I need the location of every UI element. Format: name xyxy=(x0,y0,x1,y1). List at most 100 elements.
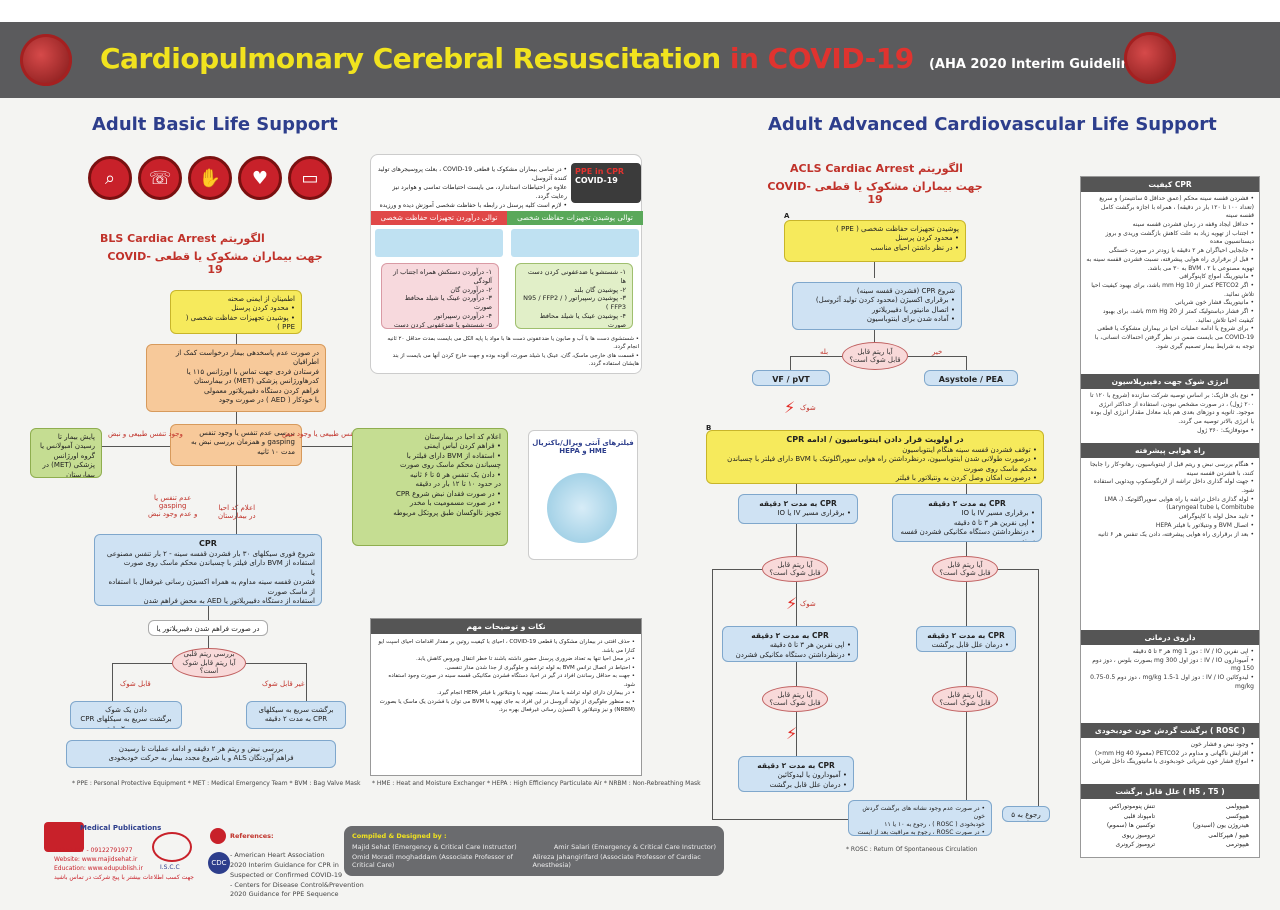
notes-title: نکات و توضیحات مهم xyxy=(371,619,641,634)
heart-logo xyxy=(152,832,192,862)
non-shockable-label: غیر قابل شوک xyxy=(262,680,305,688)
connector xyxy=(302,446,352,447)
connector xyxy=(796,662,797,686)
yes-label: بله xyxy=(820,348,829,356)
connector xyxy=(1038,569,1039,806)
don-list: ۱- شستشو یا ضدعفونی کردن دست ها ۲- پوشید… xyxy=(515,263,633,329)
cpr-quality-body: • فشردن قفسه سینه محکم (عمق حداقل ۵ سانت… xyxy=(1086,195,1254,350)
notes-panel: نکات و توضیحات مهم • حذف افتتی در بیمارا… xyxy=(370,618,642,776)
decision-7: آیا ریتم قابل قابل شوک است؟ xyxy=(762,686,828,712)
connector xyxy=(966,712,967,800)
connector xyxy=(112,663,172,664)
publisher-contact: 77252327 - 09122791977 Website: www.maji… xyxy=(54,847,194,881)
lightning-icon: ⚡ xyxy=(786,724,798,743)
references: References: - American Heart Association… xyxy=(230,831,364,899)
right-section-title: Adult Advanced Cardiovascular Life Suppo… xyxy=(768,114,1217,135)
connector xyxy=(966,652,967,686)
cpr-step-4: CPR به مدت ۲ دقیقه • برقراری مسیر IV یا … xyxy=(738,494,858,524)
header-banner: Cardiopulmonary Cerebral Resuscitation i… xyxy=(0,22,1280,98)
connector xyxy=(874,330,875,342)
shock-energy-body: • نوع بای فازیک: بر اساس توصیه شرکت سازن… xyxy=(1090,392,1254,434)
rosc-box: • در صورت عدم وجود نشانه های برگشت گردش … xyxy=(848,800,992,836)
connector xyxy=(796,712,797,756)
connector xyxy=(874,262,875,278)
decision-12: آیا ریتم قابل قابل شوک است؟ xyxy=(932,686,998,712)
decision-5: آیا ریتم قابل قابل شوک است؟ xyxy=(762,556,828,582)
credits-card: Compiled & Designed by : Majid Sehat (Em… xyxy=(344,826,724,876)
step-a: A xyxy=(784,212,790,220)
connector xyxy=(966,484,967,494)
connector xyxy=(236,412,237,424)
filters-title: فیلترهای آنتی ویرال/باکتریال xyxy=(532,439,634,447)
virus-icon xyxy=(1124,32,1176,84)
connector xyxy=(790,356,791,370)
lightning-icon: ⚡ xyxy=(784,398,796,417)
acls-algo-subtitle: جهت بیماران مشکوک یا قطعی COVID-19 xyxy=(767,180,983,206)
bls-algo-subtitle: جهت بیماران مشکوک یا قطعی COVID-19 xyxy=(107,250,323,276)
connector xyxy=(796,524,797,556)
connector xyxy=(796,484,797,494)
check-breathing-box: بررسی عدم تنفس یا وجود تنفس gasping و هم… xyxy=(170,424,302,466)
connector xyxy=(712,569,762,570)
ppe-footnote: • شستشوی دست ها با آب و صابون یا ضدعفونی… xyxy=(387,336,639,367)
rosc-header: برگشت گردش خون خودبخودی ( ROSC ) xyxy=(1081,723,1259,738)
return-box: رجوع به ۵ یا ۷ xyxy=(1002,806,1050,822)
aed-box: در صورت فراهم شدن دفیبریلاتور یا AED xyxy=(148,620,268,636)
no-breath-label: عدم تنفس یا gasping و عدم وجود نبض xyxy=(148,494,198,518)
monitor-box: پایش بیمار تا رسیدن آمبولانس یا گروه اور… xyxy=(30,428,102,478)
intubation-box: در اولویت قرار دادن اینتوباسیون / ادامه … xyxy=(706,430,1044,484)
acls-ppe-box: پوشیدن تجهیزات حفاظت شخصی ( PPE ) • محدو… xyxy=(784,220,966,262)
vf-box: VF / pVT xyxy=(752,370,830,386)
notes-body: • حذف افتتی در بیماران مشکوک یا قطعی COV… xyxy=(378,639,635,714)
heart-icon: ♥ xyxy=(238,156,282,200)
final-check-box: بررسی نبض و ریتم هر ۲ دقیقه و ادامه عملی… xyxy=(66,740,336,768)
filters-panel: فیلترهای آنتی ویرال/باکتریال HEPA و HME xyxy=(528,430,638,560)
cpr-step-6: CPR به مدت ۲ دقیقه • اپی نفرین هر ۳ تا ۵… xyxy=(722,626,858,662)
cpr-step-10: CPR به مدت ۲ دقیقه • برقراری مسیر IV یا … xyxy=(892,494,1042,542)
rosc-note: * ROSC : Return Of Spontaneous Circulati… xyxy=(846,846,978,853)
connector xyxy=(246,663,306,664)
connector xyxy=(102,446,170,447)
shock-label: شوک xyxy=(800,600,816,608)
connector xyxy=(236,466,237,534)
shock-label: شوک xyxy=(800,404,816,412)
filter-image xyxy=(547,473,617,543)
doff-list: ۱- درآوردن دستکش همراه اجتناب از آلودگی … xyxy=(381,263,499,329)
ppe-notes: • در تمامی بیماران مشکوک یا قطعی COVID-1… xyxy=(377,166,567,218)
page-title: Cardiopulmonary Cerebral Resuscitation i… xyxy=(100,42,1153,75)
ppe-card: PPE in CPR COVID-19 xyxy=(571,163,641,203)
virus-icon xyxy=(20,34,72,86)
connector xyxy=(236,334,237,344)
doff-steps-illustration xyxy=(375,229,503,257)
connector xyxy=(112,663,113,701)
connector xyxy=(966,356,967,370)
drugs-header: داروی درمانی xyxy=(1081,630,1259,645)
causes-lists: تنش پنوموتوراکس تامپوناد قلبی توکسین ها … xyxy=(1081,799,1259,853)
connector xyxy=(208,636,209,648)
no-shock-box: برگشت سریع به سیکلهای CPR به مدت ۲ دقیقه xyxy=(246,701,346,729)
causes-header: علل قابل برگشت ( H5 , T5 ) xyxy=(1081,784,1259,799)
airway-header: راه هوایی پیشرفته xyxy=(1081,443,1259,458)
rosc-body: • وجود نبض و فشار خون • افزایش ناگهانی و… xyxy=(1091,741,1254,766)
connector xyxy=(712,569,713,819)
pulse-present-box: اعلام کد احیا در بیمارستان • فراهم کردن … xyxy=(352,428,508,546)
cpr-box: CPR شروع فوری سیکلهای ۳۰ بار فشردن قفسه … xyxy=(94,534,322,606)
connector xyxy=(908,356,966,357)
shock-energy-header: انرژی شوک جهت دفیبریلاسیون xyxy=(1081,374,1259,389)
hands-icon: ✋ xyxy=(188,156,232,200)
h-causes: هیپوولمی هیپوکسی هیدروژن یون (اسیدوز) هی… xyxy=(1192,803,1249,849)
rhythm-check-decision: بررسی ریتم قلبی آیا ریتم قابل شوک است؟ xyxy=(172,648,246,678)
decision-11: آیا ریتم قابل قابل شوک است؟ xyxy=(932,556,998,582)
don-steps-illustration xyxy=(511,229,639,257)
acls-start-cpr-box: شروع CPR (فشردن قفسه سینه) • برقراری اکس… xyxy=(792,282,962,330)
shock-box: دادن یک شوک برگشت سریع به سیکلهای CPR به… xyxy=(70,701,182,729)
acls-algo-title: ACLS Cardiac Arrest الگوریتم xyxy=(790,162,963,175)
bls-algo-title: BLS Cardiac Arrest الگوریتم xyxy=(100,232,265,245)
legend-1: * PPE : Personal Protective Equipment * … xyxy=(72,780,361,787)
connector xyxy=(712,819,848,820)
acls-shockable-decision: آیا ریتم قابل قابل شوک است؟ xyxy=(842,342,908,370)
aha-logo xyxy=(210,828,226,844)
connector xyxy=(790,356,842,357)
connector xyxy=(966,542,967,556)
asystole-box: Asystole / PEA xyxy=(924,370,1018,386)
